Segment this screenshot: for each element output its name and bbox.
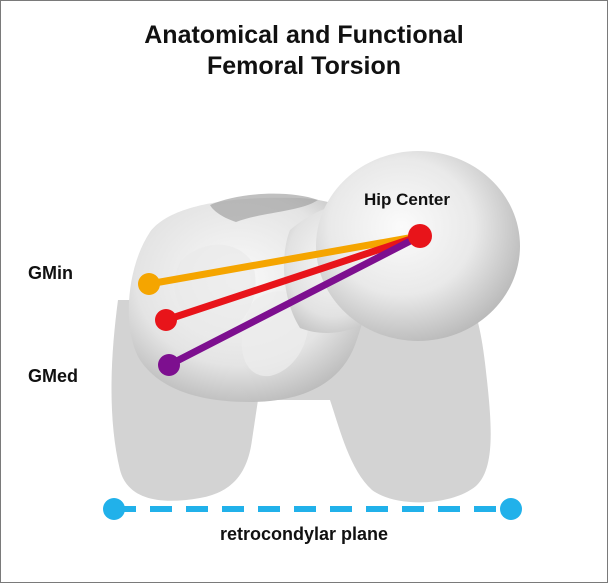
title-line-2: Femoral Torsion [206,52,401,80]
gmed-point [158,354,180,376]
plane-label: retrocondylar plane [219,524,389,544]
middle-line [162,232,424,324]
lever-arms [145,232,424,369]
plane-end-left [103,498,125,520]
plane-end-right [500,498,522,520]
middle-point [155,309,177,331]
gmin-line [145,232,424,288]
gmin-label: GMin [28,263,73,283]
figure-title: Anatomical and Functional Femoral Torsio… [0,20,608,82]
title-line-1: Anatomical and Functional [144,21,464,49]
gmed-line [165,232,424,369]
gmin-point [138,273,160,295]
landmark-points [138,224,432,376]
hip-center-label: Hip Center [364,190,450,209]
hip-center-point [408,224,432,248]
retrocondylar-plane [103,498,522,520]
gmed-label: GMed [28,366,79,386]
